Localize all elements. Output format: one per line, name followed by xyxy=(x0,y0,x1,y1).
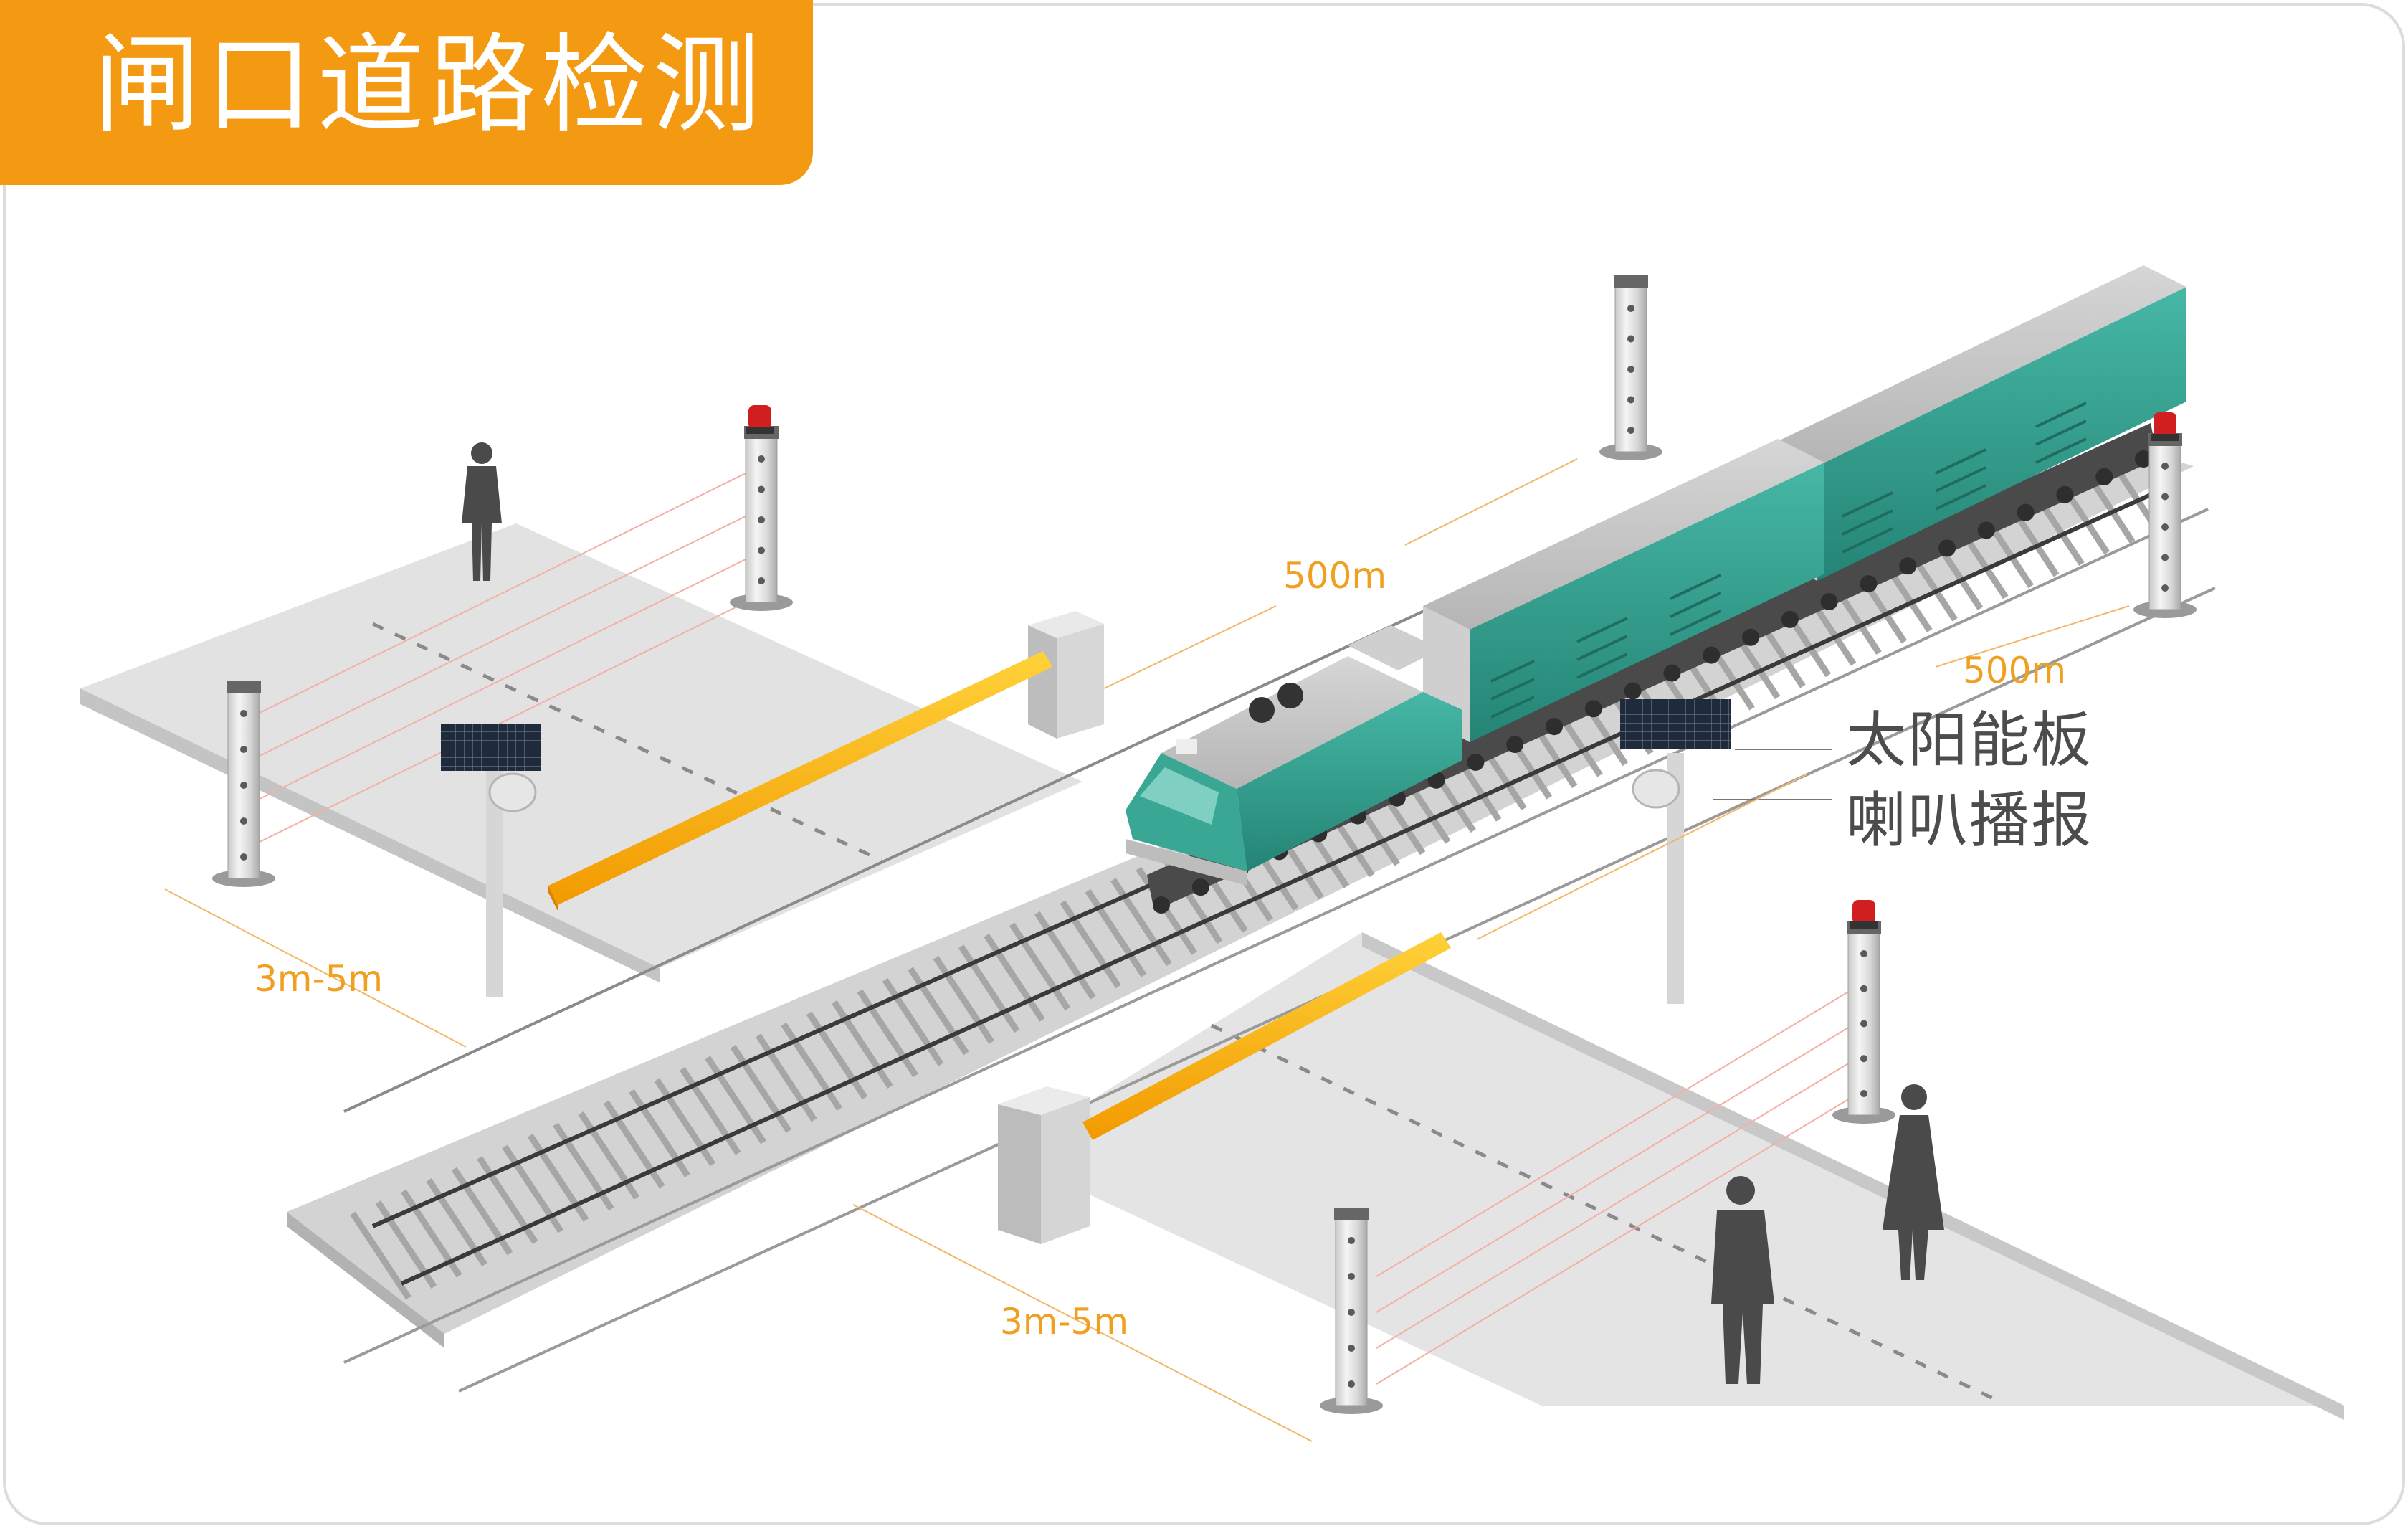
train-wheel xyxy=(1506,736,1524,754)
sleeper xyxy=(1009,922,1071,1011)
railway-bed-edge xyxy=(287,1212,444,1348)
track-line-outer xyxy=(343,565,1521,1113)
sleeper xyxy=(832,1000,893,1089)
left-solar-speaker-pole xyxy=(441,724,541,997)
sleeper xyxy=(984,933,1045,1022)
person-silhouette-man xyxy=(1711,1176,1774,1384)
sleeper xyxy=(908,967,969,1056)
train-wheel xyxy=(2056,485,2074,503)
road-width-label-bottom: 3m-5m xyxy=(1000,1301,1129,1342)
left-barrier-arm xyxy=(548,651,1052,911)
sleeper xyxy=(730,1044,792,1133)
bottom-gate-cabinet xyxy=(998,1086,1090,1244)
train xyxy=(1126,265,2186,914)
speaker-icon xyxy=(1632,769,1680,809)
sleeper xyxy=(1034,911,1096,1000)
locomotive-cab-roof xyxy=(1348,625,1441,670)
train-wheel xyxy=(2017,503,2035,521)
train-wheel xyxy=(2095,468,2113,485)
sleeper xyxy=(350,1211,411,1300)
train-wheel xyxy=(1820,593,1838,611)
dim-line-bottom-width xyxy=(852,1204,1313,1442)
track-line-upper xyxy=(343,508,2209,1364)
sleeper xyxy=(603,1100,665,1189)
solar-panel-icon xyxy=(1620,699,1731,749)
right-detection-beams xyxy=(1376,982,1865,1385)
left-road-platform xyxy=(80,523,1082,968)
sleeper xyxy=(1085,888,1147,977)
detector-post xyxy=(212,681,275,887)
solar-panel-icon xyxy=(441,724,541,771)
train-wheel xyxy=(1938,539,1956,557)
locomotive-roof xyxy=(1161,656,1423,789)
train-wheel xyxy=(1546,718,1563,736)
middle-wagon-side xyxy=(1470,463,1824,742)
bottom-barrier-arm xyxy=(1082,932,1451,1140)
sleeper xyxy=(882,977,944,1066)
sleeper xyxy=(958,944,1020,1033)
dim-line-right-mid xyxy=(1476,774,1807,940)
sleeper xyxy=(1110,878,1172,967)
title-tab xyxy=(0,0,813,185)
speaker-broadcast-label: 喇叭播报 xyxy=(1846,785,2093,855)
dim-line-right-500 xyxy=(1935,605,2130,668)
train-wheel xyxy=(1742,628,1759,646)
sleeper xyxy=(654,1078,716,1167)
rail-2 xyxy=(400,493,2152,1286)
sleeper xyxy=(705,1056,766,1144)
train-wheel xyxy=(1860,575,1878,593)
train-wheel xyxy=(1781,610,1799,628)
train-wheel xyxy=(1624,682,1642,700)
warning-lamps xyxy=(746,405,2179,929)
detector-post xyxy=(1320,1208,1383,1414)
person-silhouette-woman xyxy=(1883,1084,1944,1280)
distance-label-left: 500m xyxy=(1283,555,1387,597)
sleeper xyxy=(781,1022,842,1111)
sleeper xyxy=(933,955,995,1044)
sleeper xyxy=(756,1033,817,1122)
person-silhouette-left xyxy=(462,442,502,581)
page-title: 闸口道路检测 xyxy=(93,23,765,148)
train-wheel xyxy=(1703,646,1721,664)
dim-line-left-width xyxy=(164,888,467,1048)
road-width-label-left: 3m-5m xyxy=(254,958,384,1000)
sleeper xyxy=(679,1066,741,1155)
sleeper xyxy=(857,989,919,1078)
train-wheel xyxy=(1899,557,1917,575)
solar-panel-label: 太阳能板 xyxy=(1846,705,2093,775)
rear-wagon-roof xyxy=(1771,265,2186,466)
dim-line-left-500 xyxy=(1103,605,1277,689)
sleeper xyxy=(1060,900,1121,989)
railway-bed xyxy=(287,445,2194,1334)
left-road-centerline xyxy=(371,622,883,863)
sleeper xyxy=(806,1011,868,1100)
train-wheel xyxy=(1153,896,1170,914)
rear-wagon-side xyxy=(1817,287,2186,581)
detector-post xyxy=(2133,433,2197,618)
left-gate-cabinet xyxy=(1028,611,1104,739)
train-wheel xyxy=(1663,664,1681,682)
sleeper xyxy=(629,1089,690,1177)
detector-post xyxy=(730,426,793,611)
train-wheel xyxy=(1467,753,1485,771)
dim-line-left-500b xyxy=(1404,458,1578,546)
detector-post xyxy=(1599,275,1662,460)
speaker-icon xyxy=(488,772,537,812)
train-wheel xyxy=(1191,878,1209,896)
middle-wagon-roof xyxy=(1423,439,1824,630)
right-road-platform-edge xyxy=(1362,932,2344,1420)
right-solar-speaker-pole xyxy=(1620,699,1731,1004)
train-wheel xyxy=(2135,450,2152,468)
locomotive-side xyxy=(1237,692,1462,871)
left-road-platform-edge xyxy=(80,688,660,982)
train-wheel xyxy=(1977,521,1995,539)
train-wheel xyxy=(1584,700,1602,718)
distance-label-right: 500m xyxy=(1963,650,2067,691)
